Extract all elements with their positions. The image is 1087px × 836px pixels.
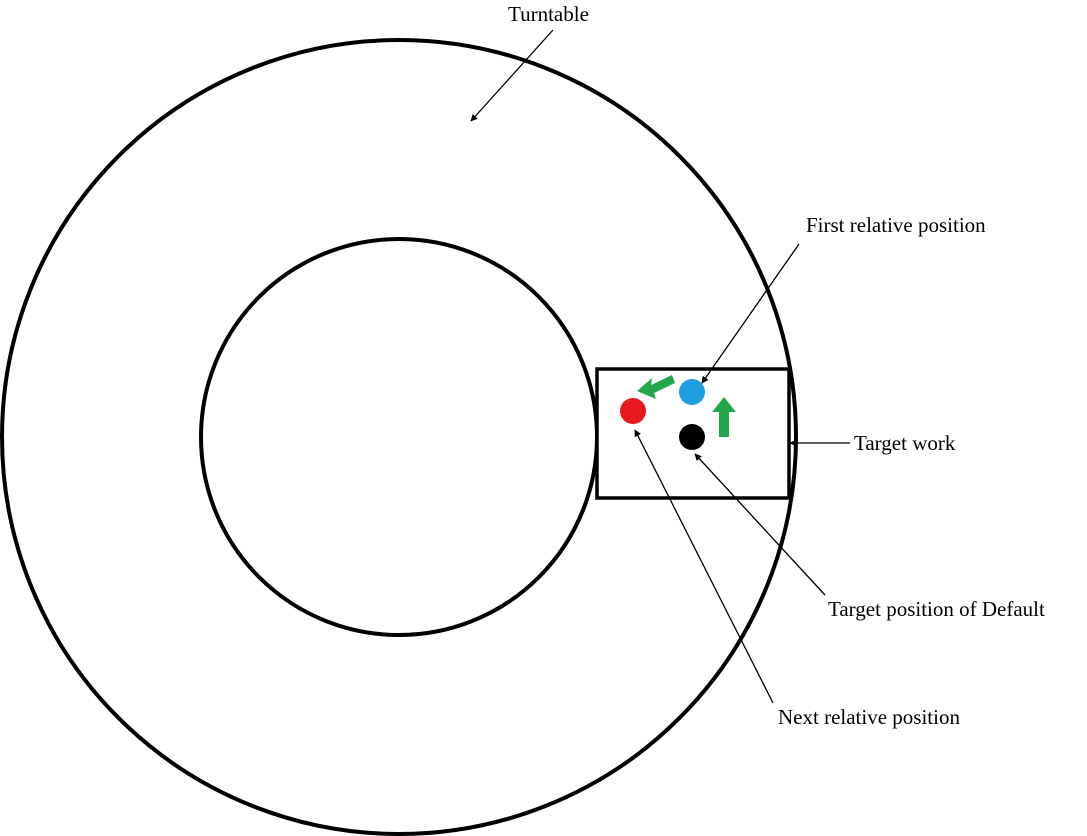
default-target-position-marker — [679, 424, 705, 450]
next-relative-leader-arrow — [634, 429, 774, 704]
turntable-label: Turntable — [508, 2, 589, 26]
turntable-outer-ring — [0, 38, 798, 836]
target-work-label: Target work — [854, 431, 956, 455]
first-relative-position-label: First relative position — [806, 213, 986, 237]
default-target-leader-arrow — [694, 453, 826, 596]
next-relative-position-marker — [620, 398, 646, 424]
turntable-inner-ring — [199, 237, 599, 637]
target-position-default-label: Target position of Default — [828, 597, 1045, 621]
first-relative-position-marker — [679, 379, 705, 405]
leftward-movement-arrow — [637, 375, 675, 399]
next-relative-position-label: Next relative position — [778, 705, 960, 729]
first-relative-leader-arrow — [701, 243, 800, 384]
upward-movement-arrow — [712, 397, 736, 437]
turntable-leader-arrow — [470, 29, 554, 122]
